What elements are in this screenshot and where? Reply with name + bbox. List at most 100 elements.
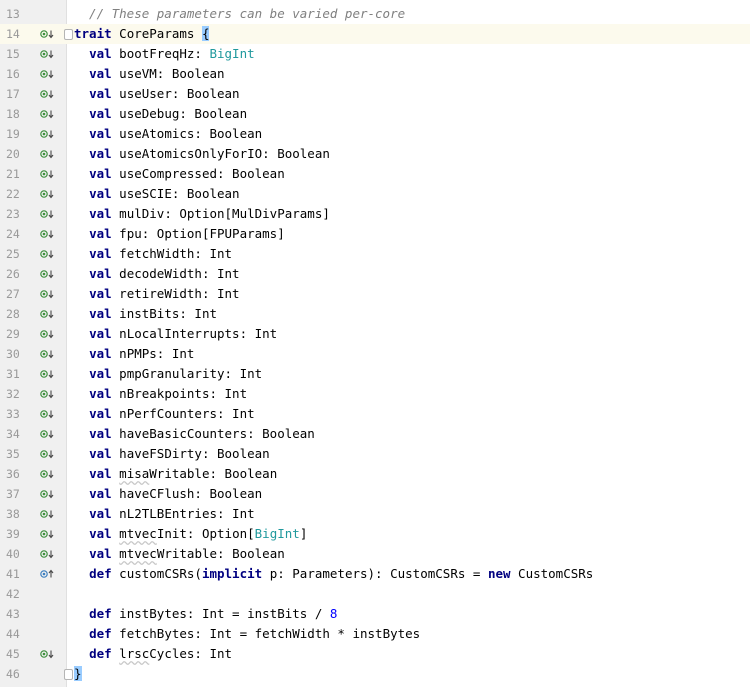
gutter-cell[interactable]: 34 [0, 424, 66, 444]
code-line[interactable]: 34 val haveBasicCounters: Boolean [0, 424, 750, 444]
gutter-cell[interactable]: 19 [0, 124, 66, 144]
gutter-cell[interactable]: 31 [0, 364, 66, 384]
implemented-icon[interactable] [40, 449, 54, 459]
code-line[interactable]: 41 def customCSRs(implicit p: Parameters… [0, 564, 750, 584]
code-line[interactable]: 20 val useAtomicsOnlyForIO: Boolean [0, 144, 750, 164]
gutter[interactable] [0, 0, 66, 687]
gutter-cell[interactable]: 38 [0, 504, 66, 524]
code-line[interactable]: 27 val retireWidth: Int [0, 284, 750, 304]
implemented-icon[interactable] [40, 129, 54, 139]
code-line[interactable]: 44 def fetchBytes: Int = fetchWidth * in… [0, 624, 750, 644]
code-line[interactable]: 39 val mtvecInit: Option[BigInt] [0, 524, 750, 544]
implemented-icon[interactable] [40, 369, 54, 379]
code-line[interactable]: 35 val haveFSDirty: Boolean [0, 444, 750, 464]
code-line[interactable]: 25 val fetchWidth: Int [0, 244, 750, 264]
code-line[interactable]: 37 val haveCFlush: Boolean [0, 484, 750, 504]
implemented-icon[interactable] [40, 329, 54, 339]
gutter-cell[interactable]: 32 [0, 384, 66, 404]
gutter-cell[interactable]: 26 [0, 264, 66, 284]
implemented-icon[interactable] [40, 309, 54, 319]
implemented-icon[interactable] [40, 69, 54, 79]
code-line[interactable]: 13 // These parameters can be varied per… [0, 4, 750, 24]
gutter-cell[interactable]: 28 [0, 304, 66, 324]
gutter-cell[interactable]: 13 [0, 4, 66, 24]
gutter-cell[interactable]: 24 [0, 224, 66, 244]
gutter-cell[interactable]: 42 [0, 584, 66, 604]
implemented-icon[interactable] [40, 509, 54, 519]
implemented-icon[interactable] [40, 349, 54, 359]
code-line[interactable]: 38 val nL2TLBEntries: Int [0, 504, 750, 524]
gutter-cell[interactable]: 15 [0, 44, 66, 64]
implemented-icon[interactable] [40, 249, 54, 259]
implemented-icon[interactable] [40, 469, 54, 479]
implemented-icon[interactable] [40, 149, 54, 159]
gutter-cell[interactable]: 36 [0, 464, 66, 484]
code-line[interactable]: 18 val useDebug: Boolean [0, 104, 750, 124]
implemented-icon[interactable] [40, 529, 54, 539]
gutter-cell[interactable]: 30 [0, 344, 66, 364]
implemented-icon[interactable] [40, 209, 54, 219]
implemented-icon[interactable] [40, 429, 54, 439]
code-line[interactable]: 40 val mtvecWritable: Boolean [0, 544, 750, 564]
gutter-cell[interactable]: 37 [0, 484, 66, 504]
implemented-icon[interactable] [40, 89, 54, 99]
implemented-icon[interactable] [40, 269, 54, 279]
code-line[interactable]: 32 val nBreakpoints: Int [0, 384, 750, 404]
code-line[interactable]: 45 def lrscCycles: Int [0, 644, 750, 664]
gutter-cell[interactable]: 41 [0, 564, 66, 584]
code-line[interactable]: 19 val useAtomics: Boolean [0, 124, 750, 144]
implemented-icon[interactable] [40, 649, 54, 659]
gutter-cell[interactable]: 44 [0, 624, 66, 644]
gutter-cell[interactable]: 43 [0, 604, 66, 624]
gutter-cell[interactable]: 29 [0, 324, 66, 344]
implemented-icon[interactable] [40, 549, 54, 559]
gutter-cell[interactable]: 27 [0, 284, 66, 304]
overridden-icon[interactable] [40, 569, 54, 579]
gutter-cell[interactable]: 23 [0, 204, 66, 224]
gutter-cell[interactable]: 35 [0, 444, 66, 464]
code-line[interactable]: 17 val useUser: Boolean [0, 84, 750, 104]
gutter-cell[interactable]: 20 [0, 144, 66, 164]
gutter-cell[interactable]: 14 [0, 24, 66, 44]
implemented-icon[interactable] [40, 289, 54, 299]
code-line[interactable]: 36 val misaWritable: Boolean [0, 464, 750, 484]
code-line[interactable]: 21 val useCompressed: Boolean [0, 164, 750, 184]
gutter-cell[interactable]: 17 [0, 84, 66, 104]
fold-end-icon[interactable] [64, 669, 73, 680]
implemented-icon[interactable] [40, 229, 54, 239]
gutter-cell[interactable]: 33 [0, 404, 66, 424]
gutter-cell[interactable]: 16 [0, 64, 66, 84]
code-line[interactable]: 15 val bootFreqHz: BigInt [0, 44, 750, 64]
gutter-cell[interactable]: 25 [0, 244, 66, 264]
code-line[interactable]: 24 val fpu: Option[FPUParams] [0, 224, 750, 244]
code-line[interactable]: 28 val instBits: Int [0, 304, 750, 324]
code-line[interactable]: 16 val useVM: Boolean [0, 64, 750, 84]
fold-collapse-icon[interactable] [64, 29, 73, 40]
gutter-cell[interactable]: 46 [0, 664, 66, 684]
implemented-icon[interactable] [40, 409, 54, 419]
code-line[interactable]: 23 val mulDiv: Option[MulDivParams] [0, 204, 750, 224]
implemented-icon[interactable] [40, 109, 54, 119]
code-line[interactable]: 22 val useSCIE: Boolean [0, 184, 750, 204]
implemented-icon[interactable] [40, 29, 54, 39]
code-line[interactable]: 42 [0, 584, 750, 604]
code-line[interactable]: 31 val pmpGranularity: Int [0, 364, 750, 384]
implemented-icon[interactable] [40, 169, 54, 179]
code-line[interactable]: 30 val nPMPs: Int [0, 344, 750, 364]
gutter-cell[interactable]: 21 [0, 164, 66, 184]
code-line[interactable]: 26 val decodeWidth: Int [0, 264, 750, 284]
code-line[interactable]: 33 val nPerfCounters: Int [0, 404, 750, 424]
implemented-icon[interactable] [40, 49, 54, 59]
gutter-cell[interactable]: 22 [0, 184, 66, 204]
code-line[interactable]: 46} [0, 664, 750, 684]
implemented-icon[interactable] [40, 189, 54, 199]
gutter-cell[interactable]: 39 [0, 524, 66, 544]
implemented-icon[interactable] [40, 389, 54, 399]
code-line[interactable]: 43 def instBytes: Int = instBits / 8 [0, 604, 750, 624]
implemented-icon[interactable] [40, 489, 54, 499]
gutter-cell[interactable]: 18 [0, 104, 66, 124]
code-line[interactable]: 29 val nLocalInterrupts: Int [0, 324, 750, 344]
gutter-cell[interactable]: 45 [0, 644, 66, 664]
